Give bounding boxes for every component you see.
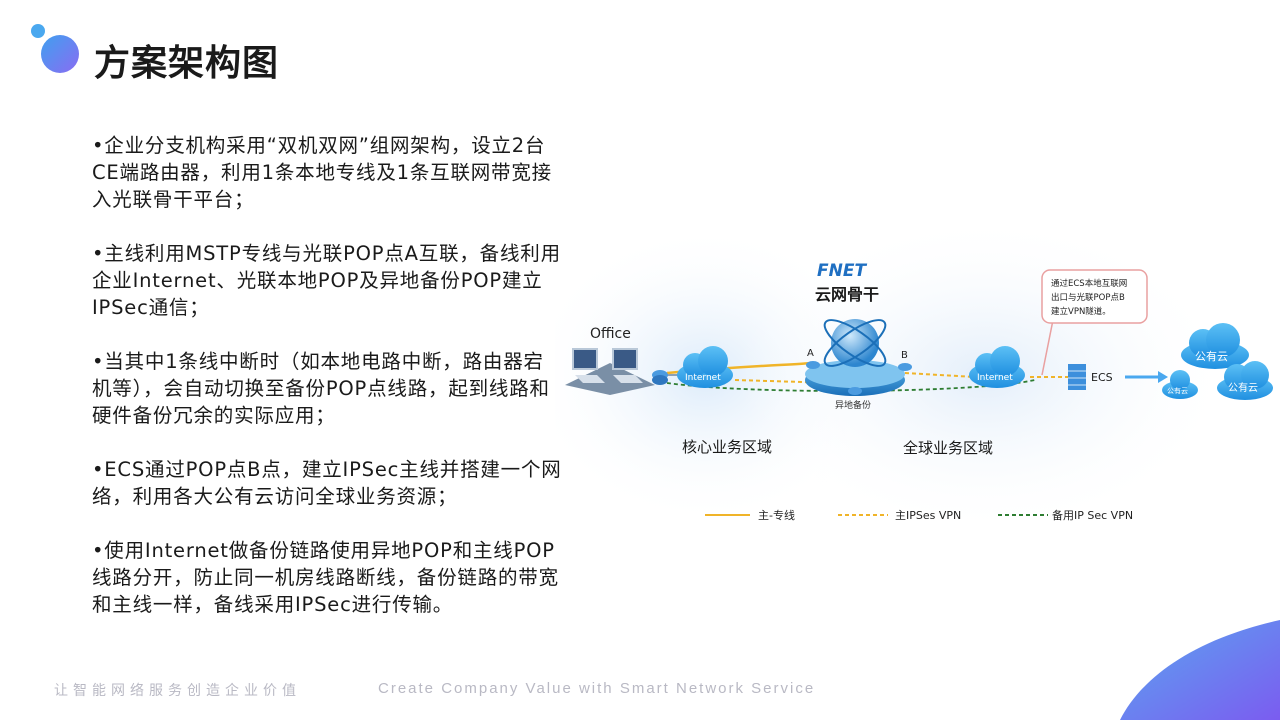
callout-line: 出口与光联POP点B (1051, 292, 1125, 303)
pop-b-router-icon (898, 363, 912, 371)
bullet-list: •企业分支机构采用“双机双网”组网架构，设立2台CE端路由器，利用1条本地专线及… (92, 132, 562, 645)
public-cloud-small1-icon (1162, 370, 1198, 399)
callout-line: 通过ECS本地互联网 (1051, 278, 1127, 289)
primary-ipsec-line-left (734, 379, 836, 384)
legend-label: 备用IP Sec VPN (1052, 508, 1133, 522)
internet-label-right: Internet (977, 373, 1013, 383)
backbone-hub-icon (805, 319, 905, 396)
public-cloud-label: 公有云 (1228, 381, 1258, 394)
fnet-logo: FNET (817, 261, 867, 281)
footer-slogan-en: Create Company Value with Smart Network … (378, 680, 816, 697)
bullet-item: •企业分支机构采用“双机双网”组网架构，设立2台CE端路由器，利用1条本地专线及… (92, 134, 552, 211)
bullet-item: •使用Internet做备份链路使用异地POP和主线POP线路分开，防止同一机房… (92, 539, 559, 616)
network-architecture-diagram: Office Internet Internet A B 异地备份 FNET 云… (555, 225, 1273, 535)
public-cloud-main-icon (1181, 323, 1249, 369)
ecs-server-icon (1068, 364, 1086, 390)
legend-label: 主-专线 (758, 508, 795, 522)
bullet-item: •当其中1条线中断时（如本地电路中断，路由器宕机等），会自动切换至备份POP点线… (92, 350, 550, 427)
ecs-label: ECS (1091, 371, 1113, 384)
public-cloud-label: 公有云 (1195, 349, 1228, 363)
office-label: Office (590, 326, 631, 342)
node-a-label: A (807, 348, 814, 359)
corner-decoration (1120, 620, 1280, 720)
global-zone-label: 全球业务区域 (903, 439, 993, 457)
internet-cloud-right-icon (969, 346, 1025, 388)
bullet-item: •ECS通过POP点B点，建立IPSec主线并搭建一个网络，利用各大公有云访问全… (92, 458, 562, 508)
bullet-item: •主线利用MSTP专线与光联POP点A互联，备线利用企业Internet、光联本… (92, 242, 561, 319)
backup-label: 异地备份 (835, 399, 871, 411)
public-cloud-small2-icon (1217, 361, 1273, 400)
callout-line: 建立VPN隧道。 (1051, 306, 1111, 317)
public-cloud-label: 公有云 (1167, 386, 1188, 395)
pop-a-router-icon (806, 361, 820, 369)
brand-dots-logo (31, 24, 79, 73)
ce-router-icon (652, 375, 668, 385)
internet-label-left: Internet (685, 373, 721, 383)
core-zone-label: 核心业务区域 (682, 438, 772, 456)
callout-box (1041, 269, 1148, 324)
office-laptops-icon (565, 348, 655, 395)
page-title: 方案架构图 (94, 43, 280, 84)
primary-ipsec-line-right (904, 372, 976, 378)
callout-pointer (1041, 319, 1054, 376)
node-b-label: B (901, 350, 908, 361)
backbone-label: 云网骨干 (815, 285, 879, 304)
internet-cloud-left-icon (677, 346, 733, 388)
legend-label: 主IPSes VPN (895, 509, 961, 522)
footer-slogan-cn: 让智能网络服务创造企业价值 (54, 683, 301, 699)
backup-pop-router-icon (848, 387, 862, 395)
